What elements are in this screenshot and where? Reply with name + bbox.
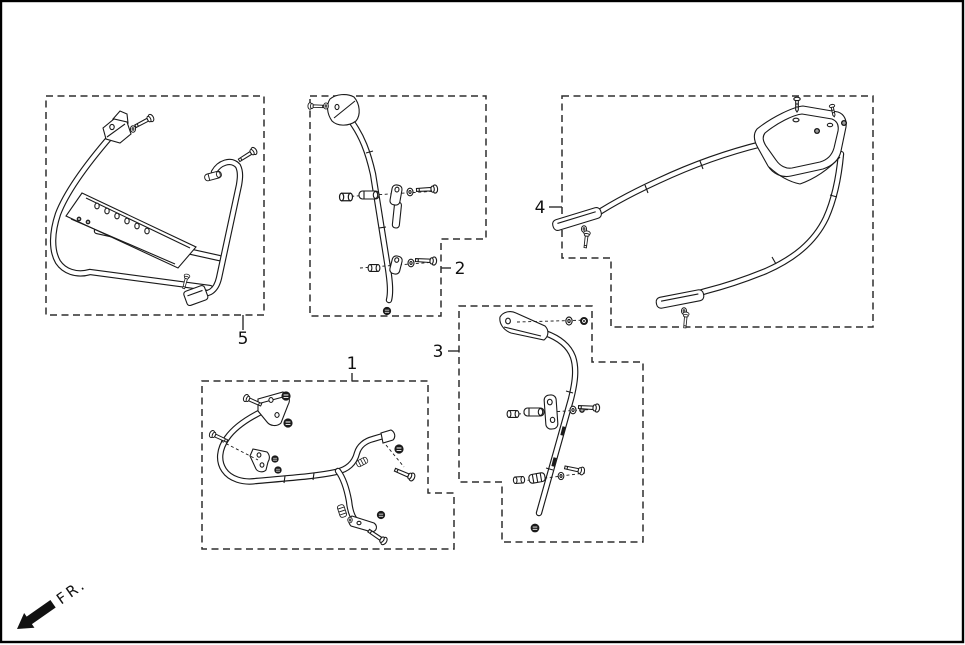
rear-loop (753, 105, 847, 185)
washer-icon (565, 316, 573, 326)
spacer-icon (358, 190, 380, 200)
assembly-axis (516, 319, 591, 323)
bolt-icon (236, 145, 259, 165)
cap-nut-icon (273, 465, 283, 475)
part-1-drawing (207, 390, 417, 547)
part-3-boundary (458, 305, 644, 543)
assembly-axis (220, 440, 259, 461)
clamp-bracket (389, 255, 403, 275)
clamp-bracket (543, 394, 559, 430)
part-label-3: 3 (433, 342, 444, 362)
spacer-icon (523, 407, 545, 417)
part-2-boundary (309, 95, 487, 317)
left-foot (552, 207, 602, 231)
lower-tab (249, 448, 270, 473)
cap-nut-icon (382, 306, 392, 316)
part-label-5: 5 (238, 329, 249, 349)
stay-tube (535, 329, 579, 517)
screw-dot-icon (85, 219, 91, 225)
clamp-strap (391, 201, 402, 229)
nut-icon (512, 475, 526, 485)
bolt-icon (414, 255, 438, 266)
bottom-tab (348, 515, 377, 533)
part-label-4: 4 (535, 198, 546, 218)
right-tube (195, 158, 244, 297)
bolt-icon (415, 184, 439, 195)
rubber-spacer-icon (527, 471, 547, 485)
right-foot (655, 289, 705, 309)
bolt-icon (392, 465, 417, 483)
fr-label: FR. (53, 575, 90, 608)
top-bracket (102, 110, 132, 144)
cap-nut-icon (282, 417, 294, 429)
part-2-drawing (307, 94, 439, 316)
carrier-right-rail (692, 150, 845, 298)
upper-bracket (257, 391, 290, 427)
part-label-1: 1 (347, 354, 358, 374)
rubber-grommet-icon (336, 503, 348, 519)
washer-icon (826, 122, 834, 128)
fr-direction-arrow: FR. (17, 575, 90, 629)
washer-icon (129, 125, 137, 133)
cap-nut-icon (393, 443, 405, 455)
nut-icon (367, 264, 381, 272)
washer-icon (792, 117, 800, 123)
part-3-drawing (499, 311, 601, 533)
tube-slot (560, 426, 566, 436)
bolt-icon (307, 102, 326, 111)
cap-nut-icon (530, 523, 540, 533)
cap-nut-icon (270, 454, 280, 464)
tube-seam-ticks (644, 160, 838, 265)
part-1-boundary (201, 380, 455, 550)
nut-icon (579, 316, 589, 326)
bolt-icon (563, 463, 586, 476)
flange-bolt-icon (840, 119, 848, 127)
assembly-axis (385, 444, 405, 468)
flange-bolt-icon (813, 127, 821, 135)
washer-icon (569, 405, 577, 415)
washer-icon (347, 516, 353, 524)
stub-end (380, 429, 396, 444)
part-4-drawing (552, 96, 848, 329)
tube-seam-ticks (545, 390, 574, 471)
nut-icon (338, 192, 354, 202)
arrow-down-left-icon (17, 599, 56, 629)
stay-tube (347, 117, 394, 304)
assembly-axis (521, 472, 586, 482)
part-5-boundary (45, 95, 265, 316)
mount-boss-icon (203, 170, 223, 182)
bracket-plate (65, 192, 197, 269)
part-4-boundary (561, 95, 874, 328)
washer-icon (323, 102, 329, 110)
tube-seam-ticks (365, 150, 387, 229)
part-5-drawing (49, 110, 259, 307)
top-bracket (327, 94, 360, 126)
clamp-bracket (389, 184, 403, 206)
top-bracket (499, 311, 549, 341)
washer-icon (406, 187, 414, 197)
part-label-2: 2 (455, 259, 466, 279)
bolt-icon (581, 230, 591, 249)
cap-nut-icon (280, 390, 292, 402)
bolt-icon (365, 526, 389, 547)
assembly-axis (339, 190, 439, 198)
screw-dot-icon (76, 216, 82, 222)
nut-icon (506, 410, 520, 418)
bolt-icon (133, 112, 156, 131)
carrier-left-rail (589, 139, 770, 220)
tube-seam-ticks (283, 472, 315, 484)
tube-slot (551, 457, 557, 467)
washer-icon (557, 471, 565, 481)
bolt-icon (681, 311, 690, 329)
cap-nut-icon (376, 510, 386, 520)
foot-bracket (183, 285, 209, 307)
washer-icon (407, 258, 415, 268)
